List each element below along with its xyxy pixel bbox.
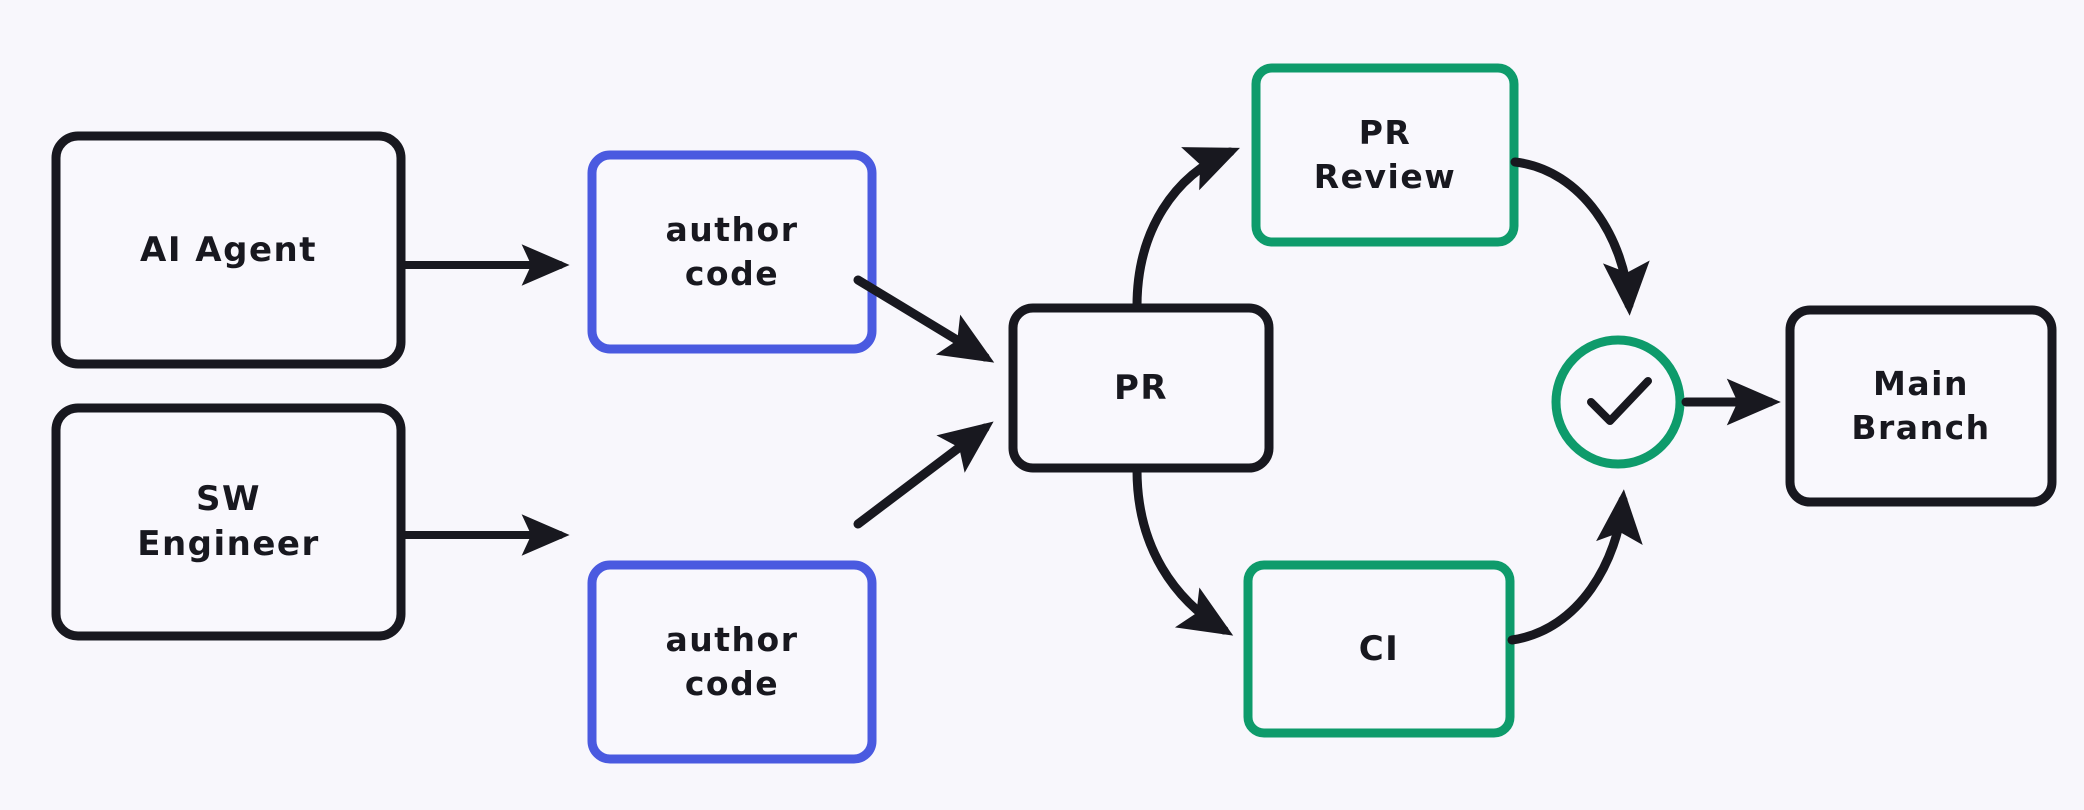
edge-pr-to-pr-review xyxy=(1132,147,1240,311)
node-main-branch-shape[interactable] xyxy=(1785,305,2057,507)
edge-pr-to-ci xyxy=(1132,465,1234,636)
node-ci-shape[interactable] xyxy=(1243,560,1515,738)
node-pr-review-shape[interactable] xyxy=(1251,63,1519,247)
node-author-code-top-shape[interactable] xyxy=(587,150,877,354)
node-author-code-bottom-shape[interactable] xyxy=(587,560,877,764)
node-pr-shape[interactable] xyxy=(1008,303,1274,473)
edge-ci-to-check xyxy=(1507,489,1643,645)
edge-pr-review-to-check xyxy=(1510,157,1650,316)
edge-author-code-top-to-pr xyxy=(853,275,995,363)
edge-author-code-bottom-to-pr xyxy=(853,421,994,529)
check-icon xyxy=(1587,377,1652,425)
node-ai-agent-shape[interactable] xyxy=(51,131,406,369)
node-sw-engineer-shape[interactable] xyxy=(51,403,406,641)
node-check-circle-shape[interactable] xyxy=(1551,335,1685,469)
